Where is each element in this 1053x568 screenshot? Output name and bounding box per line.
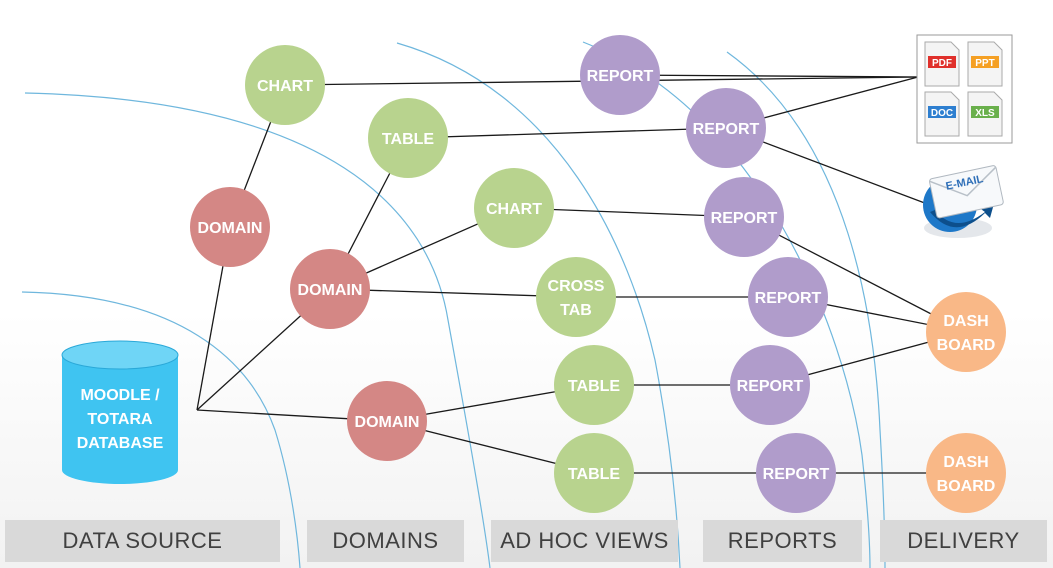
node-label: DOMAIN (298, 282, 363, 299)
file-type-label: PDF (932, 58, 952, 69)
node-label: CHART (486, 201, 542, 218)
node-circle (926, 292, 1006, 372)
connector-line (743, 216, 967, 333)
node-report: REPORT (580, 35, 660, 115)
database-cylinder-top (61, 340, 179, 370)
node-label: REPORT (737, 378, 804, 395)
node-circle (926, 433, 1006, 513)
footer-ad-hoc-views: AD HOC VIEWS (491, 520, 678, 562)
diagram-nodes: CHART DOMAIN TABLE DOMAIN DOMAIN CHART CROSS TA… (190, 35, 1006, 513)
file-ppt-icon: PPT (967, 41, 1003, 87)
database-label-line-1: MOODLE / (80, 387, 160, 404)
footer-data-source: DATA SOURCE (5, 520, 280, 562)
node-circle (290, 249, 370, 329)
node-label: DOMAIN (198, 220, 263, 237)
database-cylinder-body (62, 355, 178, 484)
node-circle (536, 257, 616, 337)
node-circle (580, 35, 660, 115)
swimlane-curve (21, 291, 301, 568)
node-chart-table: TABLE (368, 98, 448, 178)
node-label: REPORT (755, 290, 822, 307)
file-type-label: XLS (975, 108, 995, 119)
node-label: BOARD (937, 337, 996, 354)
node-circle (756, 433, 836, 513)
node-chart-table: TABLE (554, 345, 634, 425)
node-circle (704, 177, 784, 257)
file-doc-icon: DOC (924, 91, 960, 137)
node-report: REPORT (704, 177, 784, 257)
moodle-totara-database: MOODLE / TOTARA DATABASE (61, 340, 179, 484)
node-label: REPORT (763, 466, 830, 483)
file-pdf-icon: PDF (924, 41, 960, 87)
node-label: REPORT (711, 210, 778, 227)
database-label-line-3: DATABASE (77, 435, 164, 452)
email-icon: E-MAIL (923, 165, 1004, 238)
node-label: DASH (943, 313, 988, 330)
node-report: REPORT (730, 345, 810, 425)
node-circle (347, 381, 427, 461)
node-label: TAB (560, 302, 592, 319)
connector-line (329, 288, 577, 298)
node-circle (730, 345, 810, 425)
node-circle (554, 345, 634, 425)
node-label: CROSS (548, 278, 605, 295)
footer-delivery: DELIVERY (880, 520, 1047, 562)
node-circle (368, 98, 448, 178)
node-label: CHART (257, 78, 313, 95)
node-chart-table: CROSS TAB (536, 257, 616, 337)
node-label: REPORT (693, 121, 760, 138)
node-domain: DOMAIN (290, 249, 370, 329)
node-circle (245, 45, 325, 125)
node-label: TABLE (382, 131, 434, 148)
node-label: TABLE (568, 466, 620, 483)
footer-domains: DOMAINS (307, 520, 464, 562)
connector-line (407, 127, 727, 139)
footer-reports: REPORTS (703, 520, 862, 562)
node-circle (554, 433, 634, 513)
swimlane-curve (396, 42, 681, 568)
node-label: DASH (943, 454, 988, 471)
node-circle (686, 88, 766, 168)
export-files-icon: PDF PPT DOC XLS (916, 34, 1013, 144)
node-chart-table: TABLE (554, 433, 634, 513)
node-label: DOMAIN (355, 414, 420, 431)
node-domain: DOMAIN (347, 381, 427, 461)
node-report: REPORT (756, 433, 836, 513)
node-label: BOARD (937, 478, 996, 495)
node-label: REPORT (587, 68, 654, 85)
node-chart-table: CHART (245, 45, 325, 125)
node-domain: DOMAIN (190, 187, 270, 267)
node-circle (474, 168, 554, 248)
node-report: REPORT (748, 257, 828, 337)
node-report: REPORT (686, 88, 766, 168)
node-label: TABLE (568, 378, 620, 395)
node-circle (190, 187, 270, 267)
node-chart-table: CHART (474, 168, 554, 248)
database-label-line-2: TOTARA (87, 411, 153, 428)
file-type-label: DOC (931, 108, 953, 119)
file-xls-icon: XLS (967, 91, 1003, 137)
file-type-label: PPT (975, 58, 994, 69)
node-dashboard: DASH BOARD (926, 292, 1006, 372)
swimlane-curve (24, 92, 491, 568)
node-dashboard: DASH BOARD (926, 433, 1006, 513)
node-circle (748, 257, 828, 337)
connector-line (619, 74, 919, 78)
